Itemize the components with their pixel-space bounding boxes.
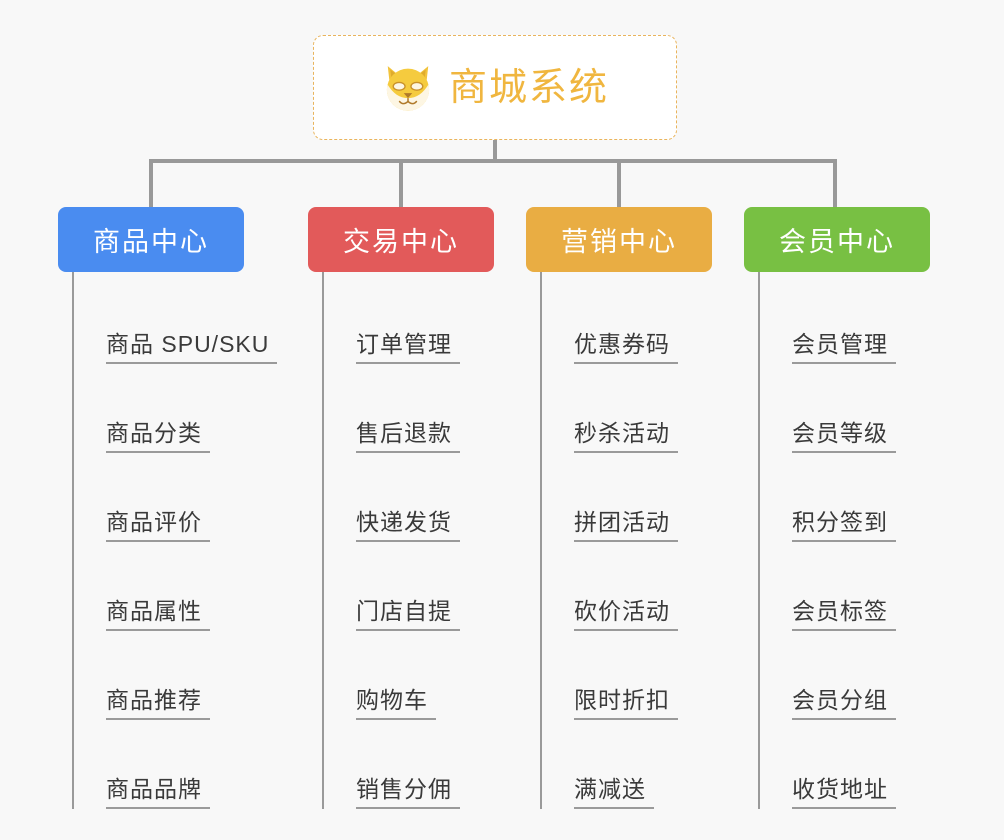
leaf-item[interactable]: 商品 SPU/SKU (74, 275, 278, 364)
leaf-item[interactable]: 商品品牌 (74, 720, 277, 809)
branch-items-3: 优惠券码 秒杀活动 拼团活动 砍价活动 限时折扣 满减送 (540, 272, 712, 809)
leaf-label: 收货地址 (792, 776, 896, 809)
leaf-item[interactable]: 订单管理 (324, 275, 494, 364)
branch-header-1[interactable]: 商品中心 (58, 207, 244, 272)
branch-column-1: 商品中心 商品 SPU/SKU 商品分类 商品评价 商品属性 商品推荐 商品品牌 (58, 207, 278, 809)
connector-drop-3 (617, 159, 621, 207)
root-title: 商城系统 (448, 66, 609, 109)
branch-header-3[interactable]: 营销中心 (526, 207, 712, 272)
leaf-label: 订单管理 (356, 331, 460, 364)
shiba-dog-face-icon (381, 61, 435, 115)
leaf-label: 销售分佣 (356, 776, 460, 809)
leaf-label: 门店自提 (356, 598, 460, 631)
root-node[interactable]: 商城系统 (313, 35, 677, 140)
leaf-item[interactable]: 快递发货 (324, 453, 494, 542)
connector-horizontal-bar (149, 159, 837, 163)
branch-items-4: 会员管理 会员等级 积分签到 会员标签 会员分组 收货地址 (758, 272, 930, 809)
leaf-item[interactable]: 秒杀活动 (542, 364, 712, 453)
leaf-item[interactable]: 购物车 (324, 631, 494, 720)
leaf-item[interactable]: 会员分组 (760, 631, 930, 720)
leaf-item[interactable]: 商品推荐 (74, 631, 277, 720)
leaf-label: 商品分类 (106, 420, 210, 453)
connector-drop-2 (399, 159, 403, 207)
leaf-label: 购物车 (356, 687, 436, 720)
branch-column-3: 营销中心 优惠券码 秒杀活动 拼团活动 砍价活动 限时折扣 满减送 (526, 207, 712, 809)
branch-header-label-4: 会员中心 (779, 227, 895, 257)
branch-header-label-2: 交易中心 (343, 227, 459, 257)
branch-column-2: 交易中心 订单管理 售后退款 快递发货 门店自提 购物车 销售分佣 (308, 207, 494, 809)
leaf-item[interactable]: 限时折扣 (542, 631, 712, 720)
branch-header-2[interactable]: 交易中心 (308, 207, 494, 272)
leaf-label: 快递发货 (356, 509, 460, 542)
leaf-label: 售后退款 (356, 420, 460, 453)
leaf-label: 会员管理 (792, 331, 896, 364)
leaf-item[interactable]: 满减送 (542, 720, 712, 809)
leaf-item[interactable]: 优惠券码 (542, 275, 712, 364)
leaf-item[interactable]: 拼团活动 (542, 453, 712, 542)
leaf-item[interactable]: 会员标签 (760, 542, 930, 631)
leaf-label: 会员等级 (792, 420, 896, 453)
leaf-item[interactable]: 商品分类 (74, 364, 277, 453)
leaf-item[interactable]: 销售分佣 (324, 720, 494, 809)
leaf-label: 拼团活动 (574, 509, 678, 542)
leaf-label: 商品推荐 (106, 687, 210, 720)
branch-items-1: 商品 SPU/SKU 商品分类 商品评价 商品属性 商品推荐 商品品牌 (72, 272, 278, 809)
branch-header-label-3: 营销中心 (561, 227, 677, 257)
leaf-item[interactable]: 砍价活动 (542, 542, 712, 631)
leaf-label: 会员标签 (792, 598, 896, 631)
leaf-label: 积分签到 (792, 509, 896, 542)
branch-header-label-1: 商品中心 (93, 227, 209, 257)
leaf-label: 商品属性 (106, 598, 210, 631)
leaf-item[interactable]: 会员等级 (760, 364, 930, 453)
leaf-label: 限时折扣 (574, 687, 678, 720)
connector-root-stub (493, 140, 497, 162)
leaf-label: 商品 SPU/SKU (106, 331, 278, 364)
leaf-item[interactable]: 售后退款 (324, 364, 494, 453)
leaf-label: 秒杀活动 (574, 420, 678, 453)
leaf-item[interactable]: 积分签到 (760, 453, 930, 542)
leaf-item[interactable]: 会员管理 (760, 275, 930, 364)
connector-drop-4 (833, 159, 837, 207)
leaf-item[interactable]: 收货地址 (760, 720, 930, 809)
connector-drop-1 (149, 159, 153, 207)
leaf-item[interactable]: 门店自提 (324, 542, 494, 631)
leaf-item[interactable]: 商品属性 (74, 542, 277, 631)
branch-items-2: 订单管理 售后退款 快递发货 门店自提 购物车 销售分佣 (322, 272, 494, 809)
leaf-label: 满减送 (574, 776, 654, 809)
branch-header-4[interactable]: 会员中心 (744, 207, 930, 272)
leaf-label: 砍价活动 (574, 598, 678, 631)
leaf-label: 会员分组 (792, 687, 896, 720)
leaf-label: 商品品牌 (106, 776, 210, 809)
leaf-item[interactable]: 商品评价 (74, 453, 277, 542)
leaf-label: 商品评价 (106, 509, 210, 542)
leaf-label: 优惠券码 (574, 331, 678, 364)
branch-column-4: 会员中心 会员管理 会员等级 积分签到 会员标签 会员分组 收货地址 (744, 207, 930, 809)
